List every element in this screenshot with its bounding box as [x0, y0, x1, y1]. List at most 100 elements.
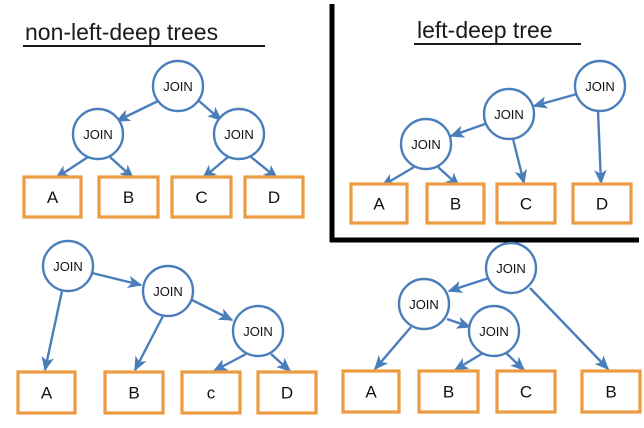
relation-box-tr-box-b[interactable]: B: [425, 182, 486, 225]
relation-box-label: B: [128, 384, 139, 403]
relation-box-tl-box-a[interactable]: A: [22, 175, 83, 219]
join-node-circle[interactable]: [231, 304, 285, 358]
relation-box-label: B: [450, 195, 461, 214]
relation-box-rect[interactable]: [349, 182, 409, 225]
relation-box-tr-box-c[interactable]: C: [495, 182, 557, 225]
edge-tr-j-mid-to-tr-box-c: [511, 138, 527, 185]
join-node-tl-j-root[interactable]: JOIN: [151, 59, 205, 113]
edge-br-j-root-to-br-j-left: [447, 276, 490, 293]
relation-box-rect[interactable]: [425, 182, 486, 225]
join-node-circle[interactable]: [482, 87, 536, 141]
join-node-circle[interactable]: [71, 107, 125, 161]
join-node-tl-j-right[interactable]: JOIN: [212, 107, 266, 161]
join-node-bl-j-low[interactable]: JOIN: [231, 304, 285, 358]
relation-box-label: C: [520, 383, 532, 402]
join-node-circle[interactable]: [573, 59, 627, 113]
relation-box-tl-box-d[interactable]: D: [243, 175, 305, 219]
relation-box-rect[interactable]: [571, 182, 633, 225]
edge-bl-j-root-to-bl-box-a: [41, 290, 64, 372]
edge-br-j-left-to-br-j-mid: [446, 316, 472, 329]
relation-box-tr-box-d[interactable]: D: [571, 182, 633, 225]
relation-box-rect[interactable]: [495, 182, 557, 225]
relation-box-label: C: [520, 195, 532, 214]
relation-box-br-box-c[interactable]: C: [495, 369, 557, 414]
relation-box-rect[interactable]: [256, 370, 318, 415]
relation-box-bl-box-b[interactable]: B: [103, 370, 165, 415]
join-node-br-j-root[interactable]: JOIN: [484, 241, 538, 295]
relation-box-rect[interactable]: [417, 369, 480, 414]
relation-box-bl-box-c[interactable]: c: [180, 370, 242, 415]
join-node-circle[interactable]: [467, 304, 521, 358]
relation-box-rect[interactable]: [180, 370, 242, 415]
edge-bl-j-mid-to-bl-j-low: [191, 298, 234, 322]
edge-tl-j-right-to-tl-box-c: [201, 156, 229, 179]
relation-box-rect[interactable]: [22, 175, 83, 219]
relation-box-label: A: [365, 383, 377, 402]
relation-box-br-box-b2[interactable]: B: [580, 369, 642, 414]
edge-tl-j-left-to-tl-box-b: [109, 156, 135, 179]
join-node-label: JOIN: [153, 284, 183, 299]
relation-box-label: C: [195, 188, 207, 207]
join-node-tl-j-left[interactable]: JOIN: [71, 107, 125, 161]
join-node-circle[interactable]: [399, 117, 453, 171]
relation-box-label: B: [605, 383, 616, 402]
relation-box-bl-box-d[interactable]: D: [256, 370, 318, 415]
join-node-circle[interactable]: [141, 264, 195, 318]
edge-br-j-mid-to-br-box-b: [453, 351, 484, 372]
relation-box-tl-box-b[interactable]: B: [97, 175, 160, 219]
relation-box-rect[interactable]: [97, 175, 160, 219]
relation-box-label: D: [596, 195, 608, 214]
relation-box-tl-box-c[interactable]: C: [170, 175, 233, 219]
relation-box-tr-box-a[interactable]: A: [349, 182, 409, 225]
join-node-label: JOIN: [494, 107, 524, 122]
relation-box-rect[interactable]: [243, 175, 305, 219]
relation-box-rect[interactable]: [103, 370, 165, 415]
edge-bl-j-low-to-bl-box-c: [212, 352, 247, 373]
relation-box-label: B: [123, 188, 134, 207]
join-node-label: JOIN: [53, 259, 83, 274]
join-node-label: JOIN: [243, 324, 273, 339]
join-node-tr-j-mid[interactable]: JOIN: [482, 87, 536, 141]
edge-br-j-root-to-br-box-b2: [529, 287, 609, 371]
join-node-label: JOIN: [479, 324, 509, 339]
relation-box-rect[interactable]: [495, 369, 557, 414]
edge-tr-j-root-to-tr-j-mid: [532, 92, 578, 109]
join-node-label: JOIN: [83, 127, 113, 142]
panel-dividers: [329, 4, 639, 243]
join-node-bl-j-mid[interactable]: JOIN: [141, 264, 195, 318]
join-node-label: JOIN: [411, 137, 441, 152]
join-node-br-j-mid[interactable]: JOIN: [467, 304, 521, 358]
relation-box-rect[interactable]: [16, 370, 77, 415]
relation-box-rect[interactable]: [170, 175, 233, 219]
join-node-circle[interactable]: [397, 277, 451, 331]
relation-box-br-box-a[interactable]: A: [341, 369, 401, 414]
relation-box-label: B: [443, 383, 454, 402]
edge-tr-j-mid-to-tr-j-low: [449, 122, 486, 138]
edge-tl-j-left-to-tl-box-a: [54, 155, 89, 180]
join-node-tr-j-root[interactable]: JOIN: [573, 59, 627, 113]
edge-layer: [41, 92, 609, 373]
join-node-circle[interactable]: [151, 59, 205, 113]
edge-bl-j-mid-to-bl-box-b: [133, 315, 165, 372]
relation-box-rect[interactable]: [580, 369, 642, 414]
edge-bl-j-root-to-bl-j-mid: [91, 271, 143, 288]
panel-title-text-left-deep: left-deep tree: [417, 17, 553, 43]
join-node-circle[interactable]: [484, 241, 538, 295]
relation-box-bl-box-a[interactable]: A: [16, 370, 77, 415]
join-node-circle[interactable]: [212, 107, 266, 161]
join-node-label: JOIN: [585, 79, 615, 94]
join-node-circle[interactable]: [41, 239, 95, 293]
join-node-br-j-left[interactable]: JOIN: [397, 277, 451, 331]
edge-tl-j-root-to-tl-j-left: [115, 99, 159, 123]
edge-tl-j-right-to-tl-box-d: [250, 156, 279, 179]
join-node-bl-j-root[interactable]: JOIN: [41, 239, 95, 293]
relation-box-label: A: [41, 384, 53, 403]
relation-box-rect[interactable]: [341, 369, 401, 414]
panel-title-non-left-deep: non-left-deep trees: [23, 19, 265, 47]
edge-bl-j-low-to-bl-box-d: [270, 353, 292, 372]
join-node-tr-j-low[interactable]: JOIN: [399, 117, 453, 171]
edge-tl-j-root-to-tl-j-right: [198, 100, 223, 121]
relation-box-br-box-b[interactable]: B: [417, 369, 480, 414]
